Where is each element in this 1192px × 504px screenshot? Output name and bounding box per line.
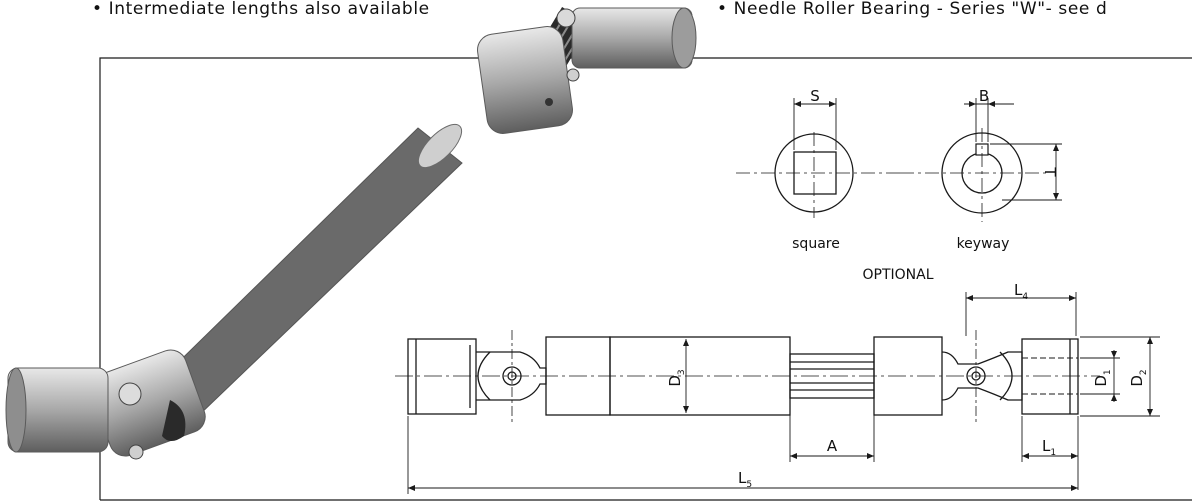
feature-bullet-needle-roller: • Needle Roller Bearing - Series "W"- se… [717,0,1108,19]
label-optional: OPTIONAL [862,267,933,283]
feature-bullet-intermediate-lengths: • Intermediate lengths also available [92,0,430,19]
label-keyway: keyway [957,236,1010,252]
side-view-drawing [395,330,1100,422]
drawing-frame [99,57,1192,500]
dimension-lines [407,292,1160,494]
dim-L5: L5 [738,469,752,490]
dim-S: S [810,87,820,105]
label-square: square [792,236,840,252]
dim-T: T [1041,166,1059,177]
dim-D2: D2 [1128,369,1149,386]
main-tube [149,127,463,419]
dim-B: B [979,87,989,105]
upper-yoke [477,26,573,134]
square-bore-detail [736,98,900,218]
dim-A: A [827,437,838,455]
keyway-bore-detail [900,98,1062,222]
dim-D3: D3 [666,369,687,386]
dim-D1: D1 [1092,369,1113,386]
universal-joint-photo [5,6,697,460]
dim-L4: L4 [1014,281,1028,302]
dim-L1: L1 [1042,437,1056,458]
